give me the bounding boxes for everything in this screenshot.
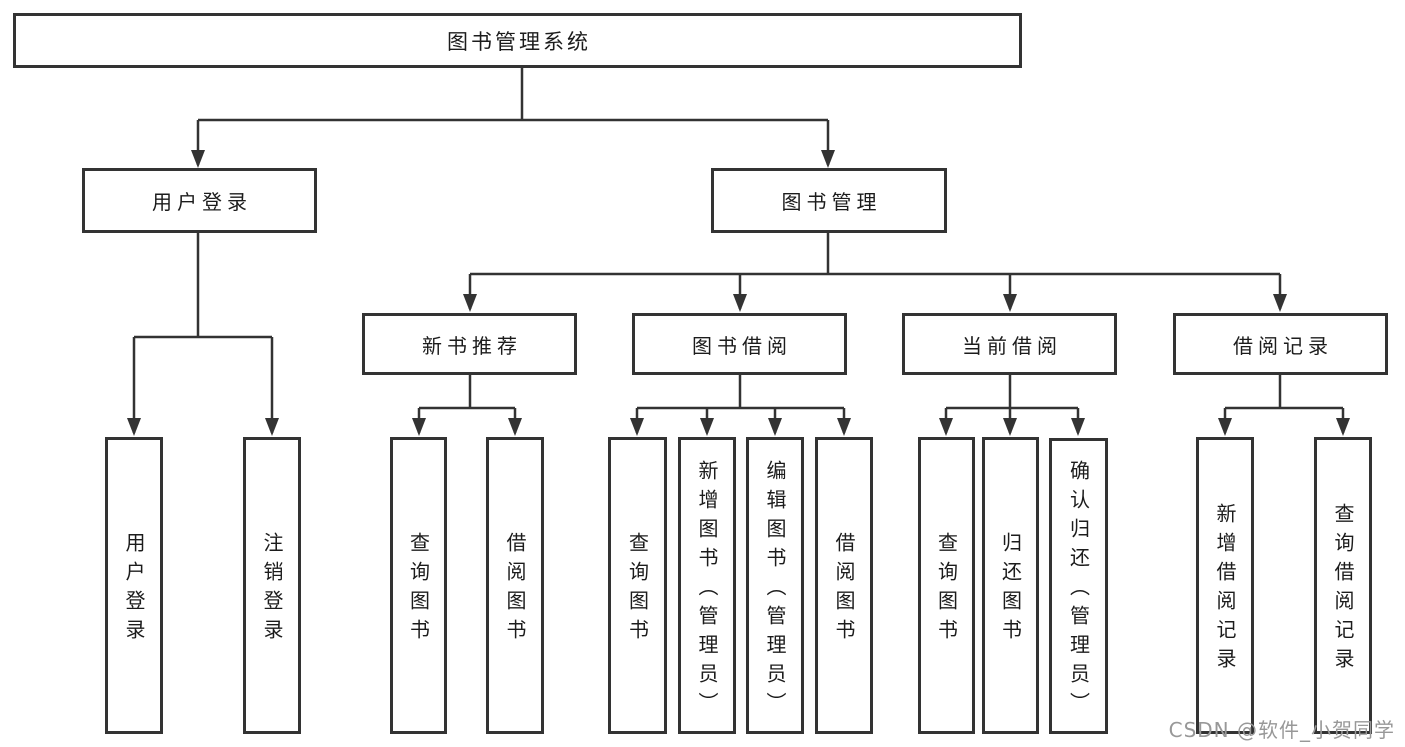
node-br-add-record-label: 新增借阅记录 [1213,503,1237,677]
node-new-book-recommend: 新书推荐 [362,313,577,375]
node-logout: 注销登录 [243,437,301,734]
node-br-query-record: 查询借阅记录 [1314,437,1372,734]
node-nbr-query-books-label: 查询图书 [406,532,431,648]
node-borrow-records-label: 借阅记录 [1233,333,1333,358]
node-br-add-record: 新增借阅记录 [1196,437,1254,734]
node-root-label: 图书管理系统 [447,29,591,54]
node-new-book-recommend-label: 新书推荐 [422,333,522,358]
node-nbr-borrow-books: 借阅图书 [486,437,544,734]
node-bb-add-books-admin: 新增图书（管理员） [678,437,736,734]
node-borrow-records: 借阅记录 [1173,313,1388,375]
node-bb-borrow-books: 借阅图书 [815,437,873,734]
node-cb-confirm-return-admin-label: 确认归还（管理员） [1066,460,1091,721]
node-nbr-borrow-books-label: 借阅图书 [503,532,527,648]
node-book-management-label: 图书管理 [781,190,882,214]
node-user-login-label: 用户登录 [152,190,252,214]
node-bb-query-books: 查询图书 [608,437,667,734]
node-login: 用户登录 [105,437,163,734]
node-nbr-query-books: 查询图书 [390,437,447,734]
node-bb-add-books-admin-label: 新增图书（管理员） [695,459,719,721]
node-bb-edit-books-admin: 编辑图书（管理员） [746,437,804,734]
branch-rails [134,67,1343,410]
node-cb-query-books-label: 查询图书 [934,532,959,648]
node-book-borrowing: 图书借阅 [632,313,847,375]
node-book-management: 图书管理 [711,168,947,233]
node-book-borrowing-label: 图书借阅 [692,333,792,358]
node-bb-borrow-books-label: 借阅图书 [832,532,856,648]
node-root: 图书管理系统 [13,13,1022,68]
node-bb-edit-books-admin-label: 编辑图书（管理员） [763,459,787,721]
node-br-query-record-label: 查询借阅记录 [1331,503,1355,677]
node-cb-confirm-return-admin: 确认归还（管理员） [1049,438,1108,734]
node-current-borrowing-label: 当前借阅 [962,333,1062,358]
node-login-label: 用户登录 [122,532,146,648]
node-cb-return-books: 归还图书 [982,437,1039,734]
node-logout-label: 注销登录 [260,532,284,648]
node-bb-query-books-label: 查询图书 [625,532,650,648]
watermark: CSDN @软件_小贺同学 [1168,718,1395,742]
node-cb-query-books: 查询图书 [918,437,975,734]
node-cb-return-books-label: 归还图书 [998,532,1023,648]
node-current-borrowing: 当前借阅 [902,313,1117,375]
node-user-login: 用户登录 [82,168,317,233]
